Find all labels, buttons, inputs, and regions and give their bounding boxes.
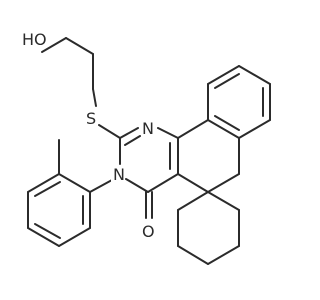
atom-label-layer: HO S N N O — [22, 30, 156, 241]
nitrogen-top-label: N — [142, 119, 154, 138]
bond-o-c — [41, 37, 67, 53]
bond-n1-c10b — [157, 127, 179, 139]
bond-aryl-5 — [58, 227, 91, 247]
bond-benzo-5 — [238, 119, 271, 139]
bond-cyclohexane-6 — [177, 191, 209, 211]
bond-c4a-c4 — [147, 173, 179, 193]
bond-s-c2 — [98, 124, 121, 139]
bond-cyclohexane-4 — [177, 245, 209, 265]
bond-benzo-3 — [238, 65, 271, 85]
bond-c10b-c10a — [177, 119, 209, 139]
bond-benzo-inner-1 — [214, 73, 240, 89]
bond-cyclohexane-1 — [207, 191, 240, 211]
bond-c2-n1-double-b — [124, 135, 141, 146]
bond-chain-1 — [65, 37, 94, 55]
bond-cyclohexane-3 — [207, 245, 240, 265]
bond-aryl-inner-1 — [34, 181, 61, 197]
bond-c4a-spiro — [177, 173, 209, 193]
bond-aryl-1 — [58, 173, 91, 193]
oxygen-label: O — [142, 222, 155, 241]
bond-benzo-6 — [207, 119, 240, 139]
bond-benzo-2 — [207, 65, 240, 85]
bond-aryl-4 — [27, 227, 60, 247]
molecule-structure: HO S N N O — [22, 30, 271, 265]
bond-layer — [27, 37, 271, 265]
bond-ch2-spiro — [207, 173, 240, 193]
nitrogen-mid-label: N — [113, 165, 125, 184]
bond-n3-aryl — [89, 179, 113, 193]
bond-aryl-inner-2 — [34, 223, 61, 239]
bond-c4-n3 — [125, 178, 149, 193]
hydroxyl-label: HO — [22, 30, 47, 49]
bond-chain-s — [92, 88, 97, 107]
sulfur-label: S — [86, 109, 96, 128]
bond-aryl-2 — [27, 173, 60, 193]
bond-c2-n1-double-a — [119, 127, 139, 139]
bond-benzo-inner-3 — [214, 115, 240, 131]
